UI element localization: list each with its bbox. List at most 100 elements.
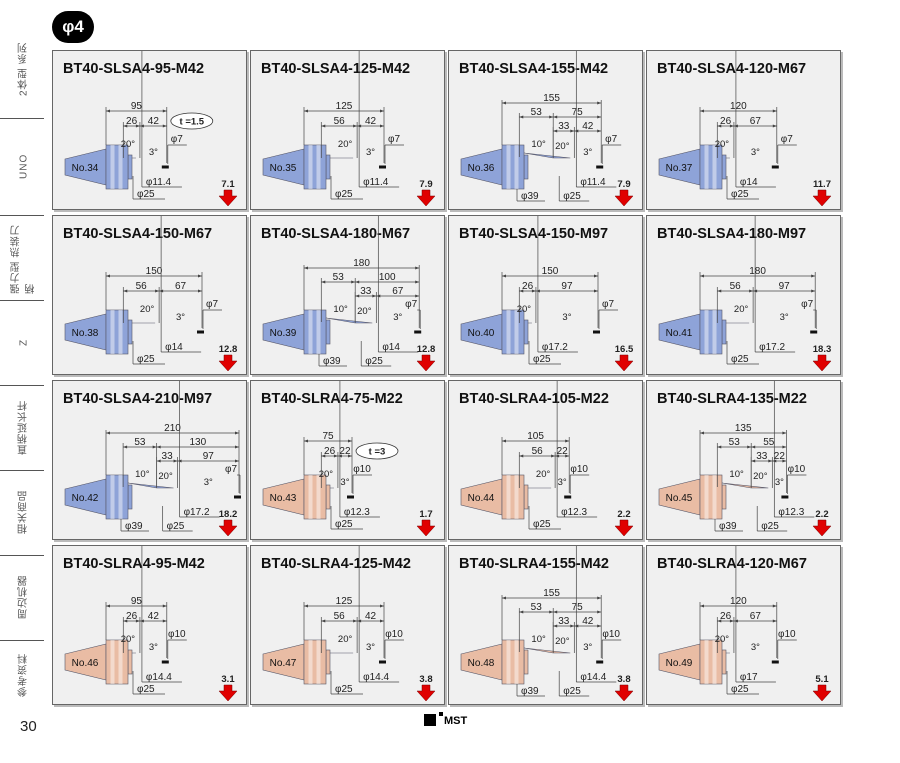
flange — [105, 144, 129, 190]
dimension-label: 210 — [164, 423, 181, 434]
flange-groove — [118, 310, 123, 354]
neck-diameter-label: φ25 — [365, 356, 383, 367]
collar — [325, 154, 331, 180]
dimension-label: 56 — [334, 611, 346, 622]
dimension-label: 22 — [339, 446, 351, 457]
item-number-label: No.42 — [72, 493, 99, 504]
flange-groove — [316, 640, 321, 684]
dimension-arrow-icon — [519, 289, 536, 293]
sidebar-item[interactable]: 相关商品 — [18, 490, 30, 535]
collar — [721, 319, 727, 345]
dimension-label: 155 — [543, 93, 560, 104]
sidebar-item[interactable]: UNO — [18, 153, 30, 180]
shank-diameter-label: φ12.3 — [561, 507, 587, 518]
dimension-label: 22 — [774, 451, 786, 462]
dimension-arrow-icon — [337, 454, 352, 458]
dimension-label: 75 — [322, 431, 334, 442]
dimension-arrow-icon — [321, 124, 358, 128]
dimension-arrow-icon — [751, 445, 787, 449]
neck-diameter-label: φ25 — [731, 189, 749, 200]
angle-label: 3° — [393, 312, 402, 323]
product-title: BT40-SLSA4-120-M67 — [657, 61, 806, 77]
dimension-label: 53 — [333, 272, 345, 283]
cutting-tool-tip — [161, 660, 169, 664]
collar — [721, 649, 727, 675]
angle-label: 10° — [531, 634, 546, 645]
dimension-label: 180 — [353, 258, 370, 269]
collar — [721, 154, 727, 180]
sidebar-item[interactable]: 参考资料 — [18, 653, 30, 697]
extension-body — [523, 152, 571, 159]
body-diameter-label: φ39 — [521, 686, 539, 697]
flange — [699, 474, 723, 520]
weight-arrow-icon — [614, 519, 634, 537]
tip-diameter-label: φ7 — [602, 299, 614, 310]
dimension-arrow-icon — [555, 454, 570, 458]
tip-diameter-label: φ7 — [405, 299, 417, 310]
flange-groove — [316, 145, 321, 189]
angle-label: 10° — [333, 304, 348, 315]
sidebar-item[interactable]: 2体型 系列 — [18, 41, 30, 97]
mst-logo: MST — [424, 712, 467, 727]
dimension-label: 67 — [175, 281, 187, 292]
weight-arrow-icon — [614, 684, 634, 702]
flange — [699, 639, 723, 685]
flange — [501, 144, 525, 190]
item-number-label: No.48 — [468, 658, 495, 669]
logo-mark-icon — [424, 712, 443, 726]
item-number-label: No.44 — [468, 493, 495, 504]
tip-diameter-label: φ10 — [570, 464, 588, 475]
dimension-label: 53 — [729, 437, 741, 448]
cutting-tool-tip — [596, 165, 604, 169]
flange-groove — [712, 640, 717, 684]
neck-diameter-label: φ25 — [335, 684, 353, 695]
dimension-label: 33 — [162, 451, 174, 462]
dimension-label: 55 — [763, 437, 775, 448]
flange-groove — [308, 640, 313, 684]
sidebar-item[interactable]: 强力型 热装刀柄 — [11, 224, 37, 294]
flange-groove — [712, 145, 717, 189]
sidebar-item[interactable]: 周边机器 — [18, 575, 30, 620]
dimension-arrow-icon — [519, 610, 554, 614]
dimension-label: 150 — [542, 266, 559, 277]
dimension-label: 26 — [324, 446, 336, 457]
tip-diameter-label: φ7 — [801, 299, 813, 310]
cutting-tool-tip — [810, 330, 818, 334]
dimension-arrow-icon — [519, 115, 554, 119]
weight-arrow-icon — [218, 354, 238, 372]
dimension-label: 97 — [779, 281, 791, 292]
neck-diameter-label: φ25 — [137, 354, 155, 365]
dimension-label: 56 — [334, 116, 346, 127]
sidebar-item[interactable]: Z — [18, 338, 30, 347]
cutting-tool-tip — [564, 495, 572, 499]
sidebar-item[interactable]: 直柄延长杆 — [18, 400, 30, 455]
dimension-label: 56 — [532, 446, 544, 457]
extension-body — [325, 317, 373, 324]
tip-diameter-label: φ7 — [171, 134, 183, 145]
dimension-label: 97 — [203, 451, 215, 462]
